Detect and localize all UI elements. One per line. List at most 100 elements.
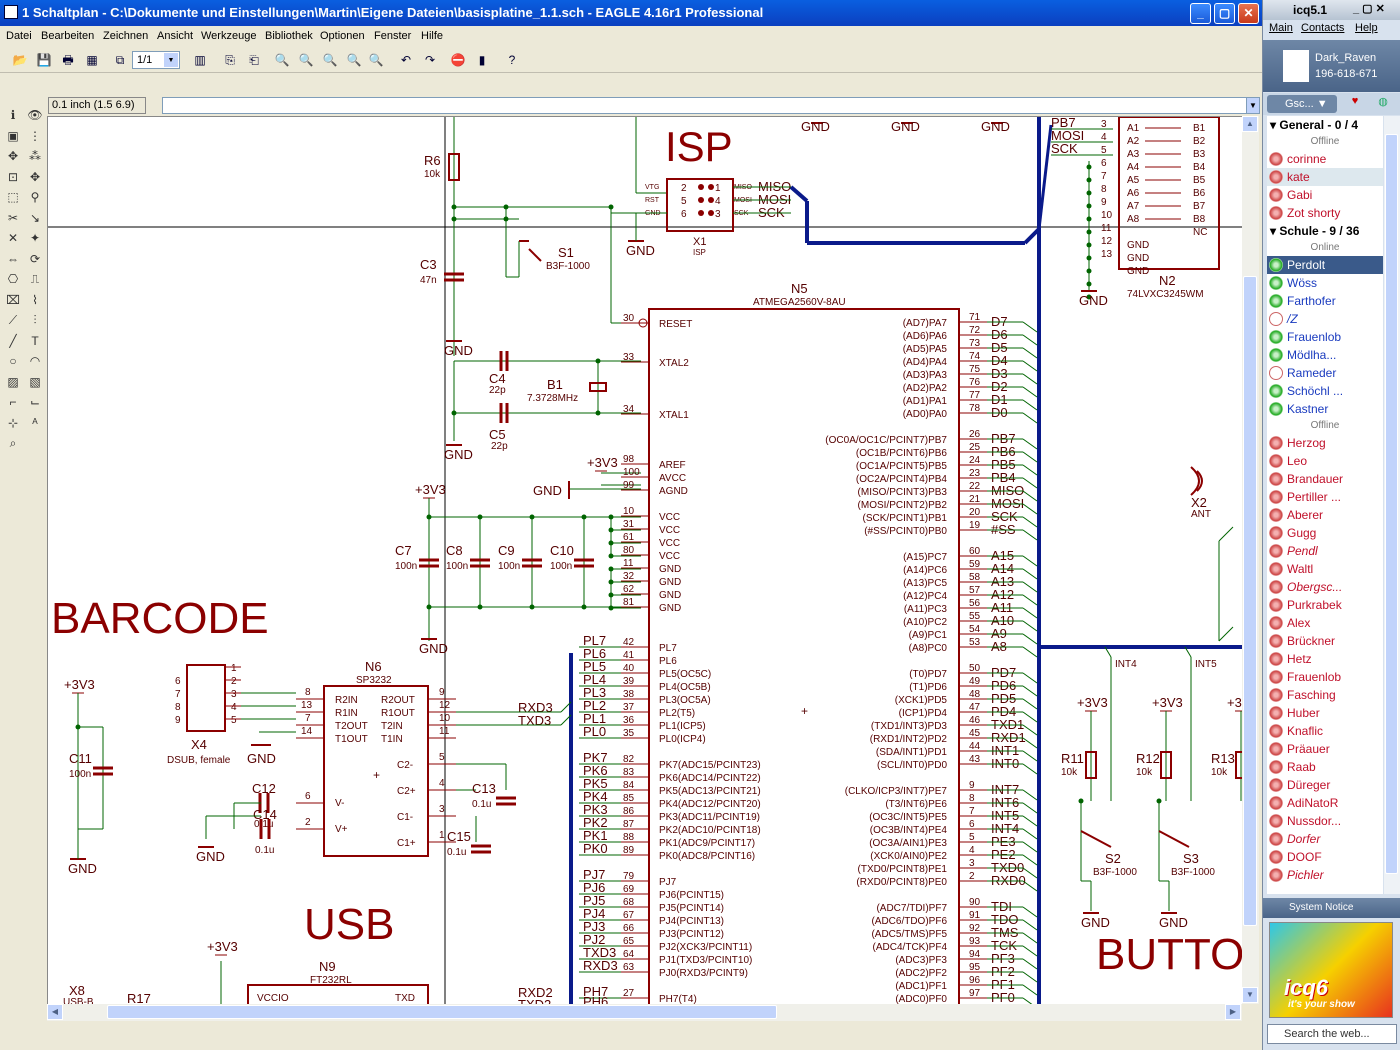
contact-item[interactable]: Gabi [1267, 186, 1383, 204]
pinswap-tool-icon[interactable]: ⇔ [7, 251, 19, 266]
contact-item[interactable]: Frauenlob [1267, 668, 1383, 686]
contact-item[interactable]: Waltl [1267, 560, 1383, 578]
menu-1[interactable]: Bearbeiten [41, 30, 95, 42]
split-tool-icon[interactable]: ⫶ [33, 313, 37, 327]
menu-4[interactable]: Werkzeuge [201, 30, 257, 42]
scroll-left-icon[interactable]: ◀ [47, 1004, 63, 1020]
contact-item[interactable]: Hetz [1267, 650, 1383, 668]
contact-item[interactable]: Schöchl ... [1267, 382, 1383, 400]
menu-5[interactable]: Bibliothek [265, 30, 313, 42]
miter-tool-icon[interactable]: ⟋ [8, 313, 18, 327]
contact-item[interactable]: AdiNatoR [1267, 794, 1383, 812]
contact-item[interactable]: Raab [1267, 758, 1383, 776]
contact-item[interactable]: Purkrabek [1267, 596, 1383, 614]
contact-item[interactable]: Kastner [1267, 400, 1383, 418]
zoom-in-icon[interactable]: 🔍 [298, 53, 314, 67]
contact-item[interactable]: Alex [1267, 614, 1383, 632]
ulp-icon[interactable]: ⎗ [249, 53, 259, 67]
group-tool-icon[interactable]: ⬚ [7, 190, 19, 204]
text-tool-icon[interactable]: T [31, 333, 39, 348]
save-icon[interactable]: 💾 [36, 53, 52, 67]
contact-item[interactable]: Aberer [1267, 506, 1383, 524]
contact-item[interactable]: /Z [1267, 310, 1383, 328]
contact-item[interactable]: Farthofer [1267, 292, 1383, 310]
replace-tool-icon[interactable]: ⎔ [7, 272, 19, 286]
contact-item[interactable]: DOOF [1267, 848, 1383, 866]
arc-tool-icon[interactable]: ◠ [29, 354, 41, 368]
avatar[interactable] [1283, 50, 1309, 82]
horizontal-scrollbar[interactable]: ◀ ▶ [47, 1004, 1242, 1021]
contact-scroll-thumb[interactable] [1385, 134, 1398, 874]
maximize-button[interactable]: ▢ [1214, 3, 1235, 24]
contact-item[interactable]: Fasching [1267, 686, 1383, 704]
web-search-input[interactable]: Search the web... [1267, 1024, 1397, 1044]
contact-group[interactable]: ▾ Schule - 9 / 36 [1270, 224, 1360, 238]
icq6-advertisement[interactable]: icq6 it's your show [1269, 922, 1393, 1018]
cut-tool-icon[interactable]: ✂ [7, 210, 19, 225]
icq-window-controls-icon[interactable]: _ ▢ ✕ [1353, 3, 1385, 15]
zoom-out-icon[interactable]: 🔍 [322, 53, 338, 67]
open-icon[interactable]: 📂 [12, 53, 28, 67]
redraw-icon[interactable]: 🔍 [346, 53, 362, 67]
minimize-button[interactable]: _ [1190, 3, 1211, 24]
contact-item[interactable]: corinne [1267, 150, 1383, 168]
move-tool-icon[interactable]: ✥ [7, 149, 19, 163]
circle-tool-icon[interactable]: ○ [9, 354, 17, 368]
vertical-scrollbar[interactable]: ▲ ▼ [1242, 116, 1259, 1004]
contact-item[interactable]: Nussdor... [1267, 812, 1383, 830]
label-tool-icon[interactable]: ᴬ [32, 415, 38, 430]
contact-item[interactable]: Gugg [1267, 524, 1383, 542]
stop-icon[interactable]: ⛔ [450, 53, 466, 67]
contact-item[interactable]: Leo [1267, 452, 1383, 470]
sheet-select[interactable]: 1/1▼ [132, 51, 180, 69]
cam-icon[interactable]: ▦ [86, 53, 98, 67]
close-button[interactable]: ✕ [1238, 3, 1259, 24]
sheet-icon[interactable]: ⧉ [115, 53, 125, 67]
smash-tool-icon[interactable]: ⌇ [32, 292, 38, 307]
contact-item[interactable]: Präauer [1267, 740, 1383, 758]
redo-icon[interactable]: ↷ [424, 53, 436, 67]
menu-3[interactable]: Ansicht [157, 30, 194, 42]
contact-item[interactable]: Rameder [1267, 364, 1383, 382]
contact-item[interactable]: Pichler [1267, 866, 1383, 884]
net-tool-icon[interactable]: ⌙ [29, 395, 41, 409]
contact-item[interactable]: Düreger [1267, 776, 1383, 794]
mirror-tool-icon[interactable]: ⊡ [7, 169, 19, 184]
vertical-scroll-thumb[interactable] [1243, 276, 1257, 926]
script-icon[interactable]: ⎘ [225, 53, 235, 67]
contact-item[interactable]: Huber [1267, 704, 1383, 722]
icq-user-panel[interactable]: Dark_Raven 196-618-671 [1263, 40, 1400, 92]
change-tool-icon[interactable]: ⚲ [30, 190, 40, 204]
menu-2[interactable]: Zeichnen [103, 30, 149, 42]
scroll-down-icon[interactable]: ▼ [1242, 987, 1258, 1003]
contact-item[interactable]: Frauenlob [1267, 328, 1383, 346]
command-history-dropdown[interactable]: ▼ [1246, 97, 1260, 114]
rect-tool-icon[interactable]: ▨ [7, 374, 19, 389]
icq-menu-help[interactable]: Help [1355, 22, 1378, 34]
contact-item[interactable]: Knaflic [1267, 722, 1383, 740]
help-icon[interactable]: ? [508, 53, 516, 67]
menu-6[interactable]: Optionen [320, 30, 365, 42]
contact-list-scrollbar[interactable] [1384, 116, 1400, 894]
info-tool-icon[interactable]: ℹ [10, 108, 16, 122]
scroll-right-icon[interactable]: ▶ [1225, 1004, 1241, 1020]
zoom-select-icon[interactable]: 🔍 [368, 53, 384, 67]
contact-item[interactable]: Brandauer [1267, 470, 1383, 488]
library-icon[interactable]: ▥ [194, 53, 206, 67]
wire-tool-icon[interactable]: ╱ [9, 333, 17, 348]
contact-item[interactable]: Brückner [1267, 632, 1383, 650]
command-line-input[interactable] [162, 97, 1247, 114]
zoom-fit-icon[interactable]: 🔍 [274, 53, 290, 67]
show-tool-icon[interactable]: 👁 [27, 108, 43, 122]
contact-item[interactable]: Pendl [1267, 542, 1383, 560]
layers-tool-icon[interactable]: ⋮ [29, 128, 41, 143]
contact-item[interactable]: Dorfer [1267, 830, 1383, 848]
contact-item[interactable]: Obergsc... [1267, 578, 1383, 596]
polygon-tool-icon[interactable]: ▧ [29, 374, 41, 389]
rotate-tool-icon[interactable]: ✥ [29, 169, 41, 184]
display-tool-icon[interactable]: ▣ [7, 128, 19, 143]
undo-icon[interactable]: ↶ [400, 53, 412, 67]
print-icon[interactable]: 🖶 [62, 53, 74, 67]
